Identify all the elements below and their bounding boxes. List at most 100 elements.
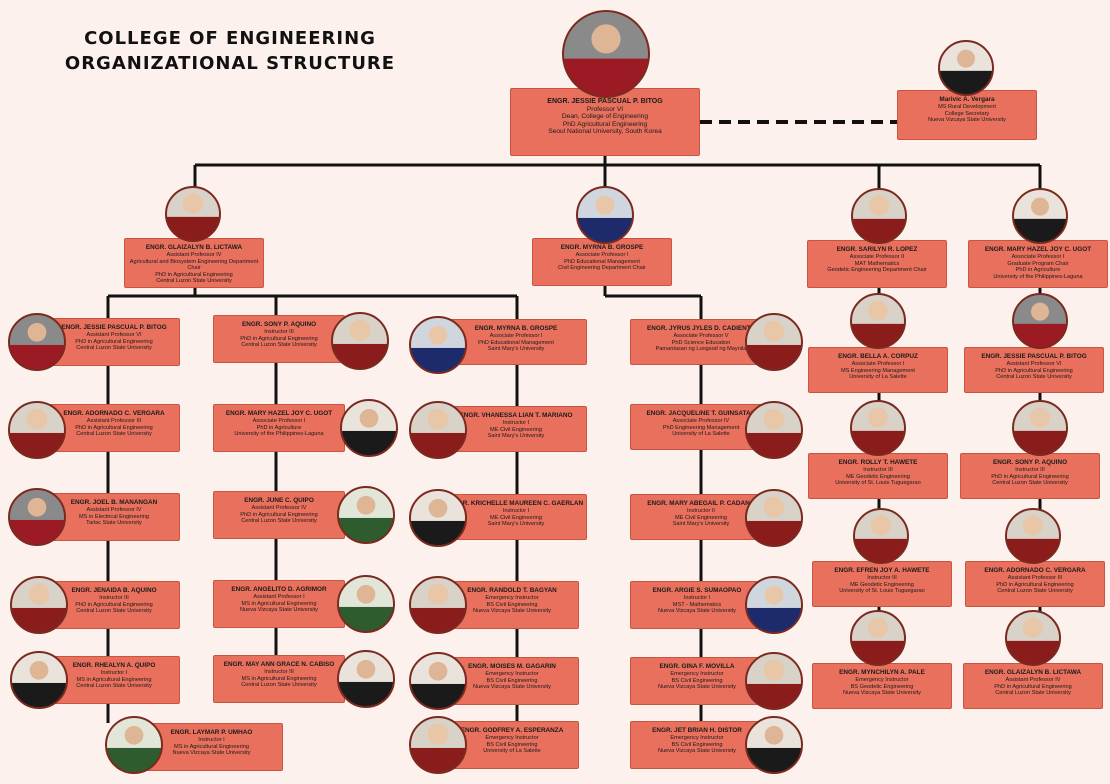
member-photo <box>10 576 68 634</box>
member-photo <box>851 188 907 244</box>
member-photo <box>8 401 66 459</box>
member-detail: PhD in Agricultural Engineering <box>155 271 233 278</box>
member-detail: Instructor III <box>264 329 294 335</box>
member-name: ENGR. RANDOLD T. BAGYAN <box>467 587 557 594</box>
member-photo <box>409 576 467 634</box>
member-detail: BS Civil Engineering <box>486 601 538 608</box>
member-photo <box>745 401 803 459</box>
member-detail: PhD Educational Management <box>478 339 554 346</box>
member-detail: University of St. Louis Tuguegarao <box>839 588 925 595</box>
member-photo <box>850 610 906 666</box>
member-detail: Emergency Instructor <box>485 671 539 677</box>
member-name: ENGR. ARGIE S. SUMAOPAO <box>652 587 742 594</box>
member-name: ENGR. SONY P. AQUINO <box>241 321 317 328</box>
member-detail: Nueva Vizcaya State University <box>240 607 318 614</box>
member-detail: PhD in Agricultural Engineering <box>240 511 318 518</box>
chart-title-line-1: COLLEGE OF ENGINEERING <box>84 28 376 49</box>
member-name: ENGR. MARY HAZEL JOY C. UGOT <box>984 246 1092 253</box>
member-detail: Geodetic Engineering Department Chair <box>827 267 927 274</box>
member-detail: Central Luzon State University <box>156 278 232 285</box>
member-detail: PhD Science Education <box>671 339 731 346</box>
member-detail: Associate Professor I <box>489 333 543 339</box>
member-name: ENGR. KRICHELLE MAUREEN C. GAERLAN <box>448 500 584 507</box>
member-name: ENGR. ADORNADO C. VERGARA <box>984 567 1086 574</box>
member-detail: BS Civil Engineering <box>486 677 538 684</box>
member-photo <box>745 716 803 774</box>
member-detail: Saint Mary's University <box>487 346 545 353</box>
member-detail: Associate Professor I <box>575 252 629 258</box>
member-detail: Instructor III <box>264 669 294 675</box>
member-name: ENGR. VHANESSA LIAN T. MARIANO <box>459 412 573 419</box>
member-photo <box>337 486 395 544</box>
member-detail: Assistant Professor VI <box>1006 361 1062 367</box>
member-detail: MS in Agricultural Engineering <box>76 676 152 683</box>
member-detail: Emergency Instructor <box>670 735 724 741</box>
member-detail: Instructor III <box>1015 467 1045 473</box>
member-detail: Assistant Professor III <box>1007 575 1063 581</box>
member-photo <box>8 313 66 371</box>
member-detail: Instructor III <box>99 595 129 601</box>
member-detail: MS in Electrical Engineering <box>79 513 149 520</box>
member-name: ENGR. MYRNA B. GROSPE <box>560 244 644 251</box>
member-detail: Central Luzon State University <box>76 608 152 615</box>
member-name: ENGR. MAY ANN GRACE N. CABISO <box>223 661 335 668</box>
member-detail: PhD in Agricultural Engineering <box>995 367 1073 374</box>
member-detail: Instructor I <box>502 508 530 514</box>
member-name: ENGR. MYNCHILYN A. PALE <box>839 669 925 676</box>
member-name: ENGR. GODFREY A. ESPERANZA <box>460 727 564 734</box>
member-photo <box>409 316 467 374</box>
member-photo <box>105 716 163 774</box>
member-name: ENGR. RHEALYN A. QUIPO <box>72 662 156 669</box>
member-photo <box>853 508 909 564</box>
member-detail: Associate Professor I <box>252 418 306 424</box>
member-detail: Dean, College of Engineering <box>561 113 649 121</box>
member-photo <box>576 186 634 244</box>
member-name: ENGR. BELLA A. CORPUZ <box>838 353 918 360</box>
member-photo <box>409 652 467 710</box>
member-detail: University of La Salette <box>483 748 541 755</box>
member-photo <box>850 293 906 349</box>
member-detail: PhD in Agriculture <box>256 424 302 431</box>
member-detail: Assistant Professor I <box>253 594 305 600</box>
member-detail: Emergency Instructor <box>670 671 724 677</box>
member-detail: Instructor III <box>867 575 897 581</box>
member-detail: Assistant Professor III <box>86 418 142 424</box>
member-detail: Professor VI <box>586 106 624 113</box>
member-detail: Civil Engineering Department Chair <box>558 265 646 272</box>
member-detail: PhD Agricultural Engineering <box>562 120 648 128</box>
member-detail: PhD Educational Management <box>564 258 640 265</box>
member-detail: Assistant Professor IV <box>86 507 142 513</box>
member-detail: PhD in Agricultural Engineering <box>75 601 153 608</box>
member-name: ENGR. GLAIZALYN B. LICTAWA <box>145 244 243 251</box>
member-detail: PhD in Agricultural Engineering <box>996 581 1074 588</box>
member-detail: MAT Mathematics <box>854 260 900 267</box>
member-name: ENGR. JYRUS JYLES D. CADIENTE <box>647 325 755 332</box>
member-name: ENGR. GINA F. MOVILLA <box>659 663 735 670</box>
member-detail: Central Luzon State University <box>76 345 152 352</box>
member-detail: Central Luzon State University <box>996 374 1072 381</box>
member-detail: PhD in Agricultural Engineering <box>991 473 1069 480</box>
member-name: ENGR. ROLLY T. HAWETE <box>838 459 918 466</box>
member-detail: ME Geodetic Engineering <box>850 581 914 588</box>
member-detail: Emergency Instructor <box>855 677 909 683</box>
member-detail: Central Luzon State University <box>995 690 1071 697</box>
member-name: ENGR. MARY HAZEL JOY C. UGOT <box>225 410 333 417</box>
member-detail: Emergency Instructor <box>485 595 539 601</box>
member-photo <box>1012 400 1068 456</box>
member-name: Marivic A. Vergara <box>939 96 995 103</box>
member-detail: Instructor I <box>683 595 711 601</box>
member-name: ENGR. MARY ABEGAIL P. CADANG <box>647 500 755 507</box>
member-photo <box>850 400 906 456</box>
member-photo <box>745 489 803 547</box>
member-detail: Instructor III <box>863 467 893 473</box>
member-photo <box>1005 610 1061 666</box>
member-detail: Associate Professor IV <box>672 418 730 424</box>
